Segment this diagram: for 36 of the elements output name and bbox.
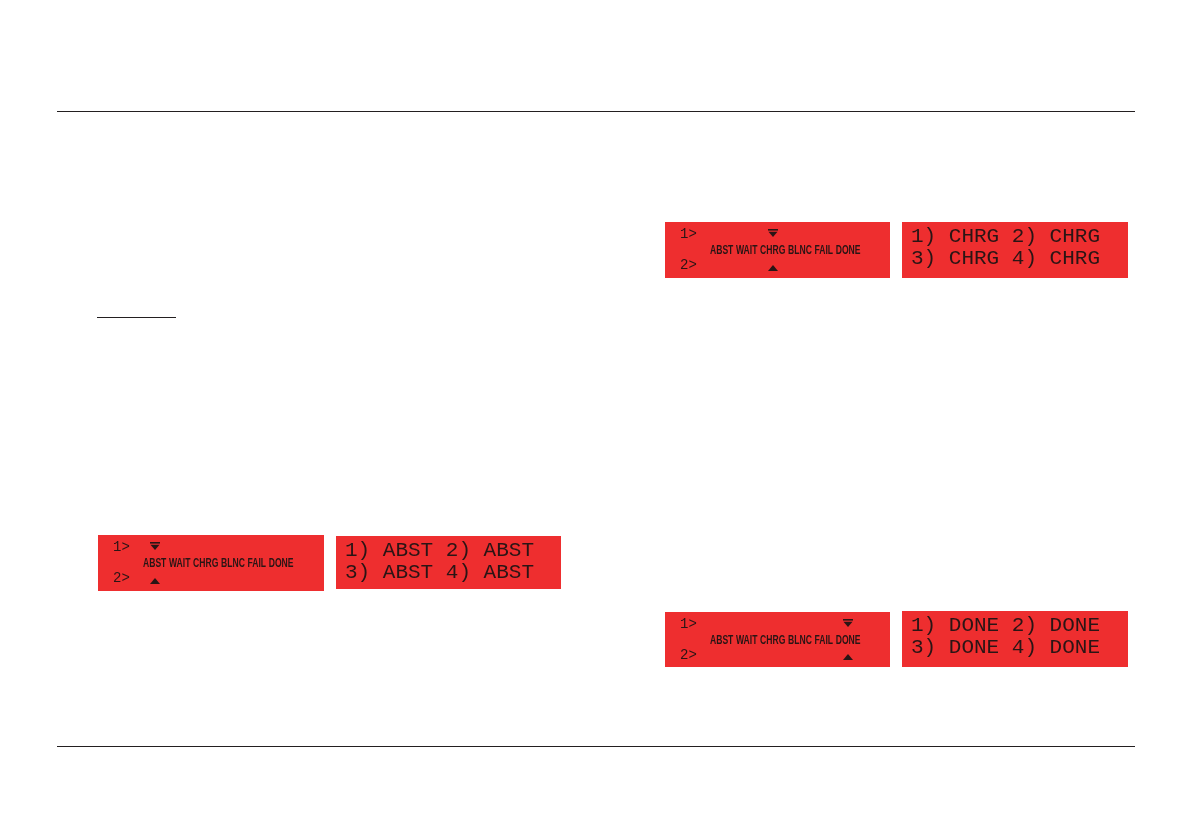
status-word: FAIL <box>814 243 834 257</box>
status-word: WAIT <box>736 243 758 257</box>
channel-label: 1> <box>680 616 697 632</box>
channel-label: 2> <box>680 257 697 273</box>
status-word: ABST <box>143 556 167 570</box>
status-word: CHRG <box>760 633 786 647</box>
status-line: 1) DONE 2) DONE <box>911 615 1101 637</box>
lcd-screen <box>902 611 1128 667</box>
lcd-screen <box>98 535 324 591</box>
channel-label: 1> <box>680 226 697 242</box>
status-word: CHRG <box>193 556 219 570</box>
status-line: 3) DONE 4) DONE <box>911 637 1101 659</box>
channel-label: 2> <box>113 570 130 586</box>
status-word: FAIL <box>247 556 267 570</box>
status-word: WAIT <box>169 556 191 570</box>
status-word: WAIT <box>736 633 758 647</box>
lcd-screen <box>665 612 890 667</box>
channel-label: 2> <box>680 647 697 663</box>
status-line: 1) ABST 2) ABST <box>345 540 535 562</box>
status-word: BLNC <box>221 556 245 570</box>
status-word: BLNC <box>788 243 812 257</box>
lcd-screen <box>336 536 561 589</box>
status-line: 3) ABST 4) ABST <box>345 562 535 584</box>
lcd-screen <box>665 222 890 278</box>
status-line: 3) CHRG 4) CHRG <box>911 248 1101 270</box>
status-word: ABST <box>710 633 734 647</box>
status-word: BLNC <box>788 633 812 647</box>
status-word: DONE <box>835 633 861 647</box>
channel-label: 1> <box>113 539 130 555</box>
status-word: DONE <box>268 556 294 570</box>
status-word: CHRG <box>760 243 786 257</box>
status-line: 1) CHRG 2) CHRG <box>911 226 1101 248</box>
lcd-screen <box>902 222 1128 278</box>
status-word: DONE <box>835 243 861 257</box>
status-word: ABST <box>710 243 734 257</box>
status-word: FAIL <box>814 633 834 647</box>
